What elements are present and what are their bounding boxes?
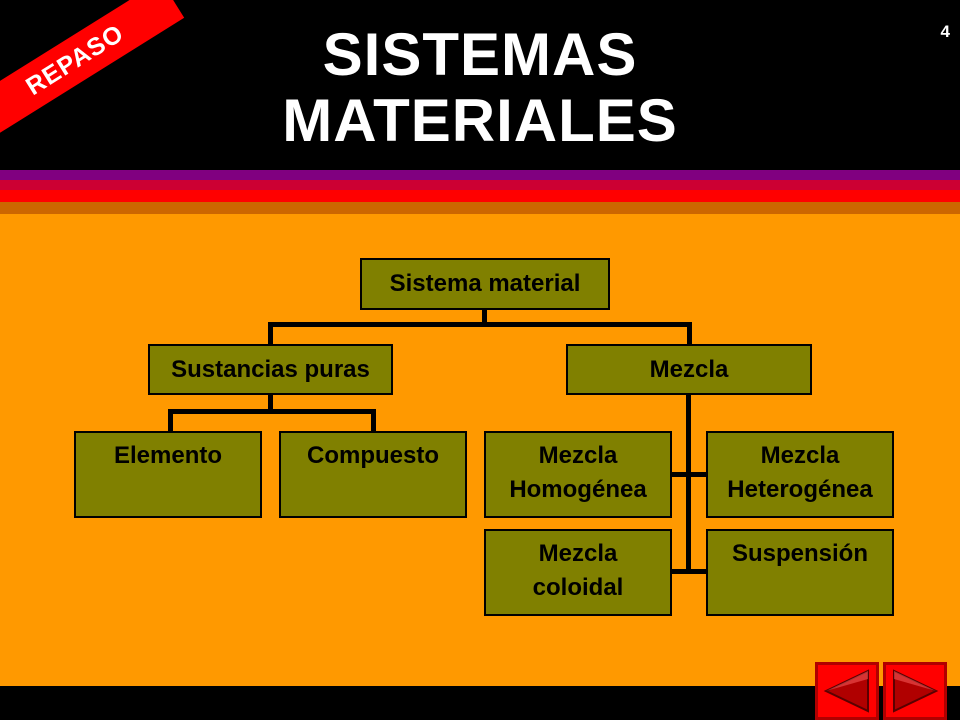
next-slide-button[interactable] bbox=[883, 662, 947, 720]
node-mezcla-coloidal: Mezcla coloidal bbox=[484, 529, 672, 616]
footer-bar bbox=[0, 686, 960, 720]
ribbon-label: REPASO bbox=[20, 18, 129, 101]
node-label: Mezcla Homogénea bbox=[509, 439, 646, 507]
header: REPASO SISTEMAS MATERIALES 4 bbox=[0, 0, 960, 170]
node-mezcla-heterogenea: Mezcla Heterogénea bbox=[706, 431, 894, 518]
node-compuesto: Compuesto bbox=[279, 431, 467, 518]
slide-title: SISTEMAS MATERIALES bbox=[180, 22, 780, 154]
node-label: Mezcla coloidal bbox=[533, 537, 624, 605]
triangle-left-icon bbox=[823, 669, 869, 713]
stripe-brown bbox=[0, 202, 960, 214]
node-elemento: Elemento bbox=[74, 431, 262, 518]
node-label: Sistema material bbox=[389, 270, 581, 297]
stripe-purple bbox=[0, 170, 960, 180]
node-label: Mezcla Heterogénea bbox=[727, 439, 872, 507]
repaso-ribbon: REPASO bbox=[0, 0, 185, 140]
stripe-crimson bbox=[0, 180, 960, 190]
connector-to-mix bbox=[687, 322, 692, 346]
node-label-line: Mezcla bbox=[538, 442, 618, 469]
node-label-line: Mezcla bbox=[538, 540, 618, 567]
node-label: Elemento bbox=[113, 442, 223, 469]
node-label: Compuesto bbox=[307, 442, 439, 469]
stripe-red bbox=[0, 190, 960, 202]
node-mezcla: Mezcla bbox=[566, 344, 812, 395]
connector-pure-down bbox=[268, 394, 273, 412]
connector-to-pure bbox=[268, 322, 273, 346]
node-label-line: Mezcla bbox=[760, 442, 840, 469]
connector-mix-branch-2 bbox=[670, 569, 708, 574]
triangle-right-icon bbox=[893, 669, 939, 713]
node-label-line: Homogénea bbox=[509, 476, 647, 503]
node-label-line: Heterogénea bbox=[727, 476, 873, 503]
node-sistema-material: Sistema material bbox=[360, 258, 610, 310]
connector-to-element bbox=[168, 409, 173, 432]
connector-level1-bar bbox=[268, 322, 692, 327]
connector-root-down bbox=[482, 310, 487, 326]
node-label: Sustancias puras bbox=[171, 355, 370, 383]
diagram-area: Sistema material Sustancias puras Mezcla… bbox=[0, 214, 960, 686]
connector-mix-spine bbox=[686, 394, 691, 574]
node-suspension: Suspensión bbox=[706, 529, 894, 616]
connector-mix-branch-1 bbox=[670, 472, 708, 477]
node-label: Suspensión bbox=[731, 540, 869, 567]
previous-slide-button[interactable] bbox=[815, 662, 879, 720]
title-line-1: SISTEMAS bbox=[322, 21, 638, 88]
connector-to-compound bbox=[371, 409, 376, 432]
title-line-2: MATERIALES bbox=[282, 87, 678, 154]
node-sustancias-puras: Sustancias puras bbox=[148, 344, 393, 395]
slide-number: 4 bbox=[940, 22, 950, 41]
connector-level2-bar bbox=[168, 409, 376, 414]
node-label: Mezcla bbox=[649, 355, 729, 383]
node-mezcla-homogenea: Mezcla Homogénea bbox=[484, 431, 672, 518]
node-label-line: coloidal bbox=[532, 574, 624, 601]
